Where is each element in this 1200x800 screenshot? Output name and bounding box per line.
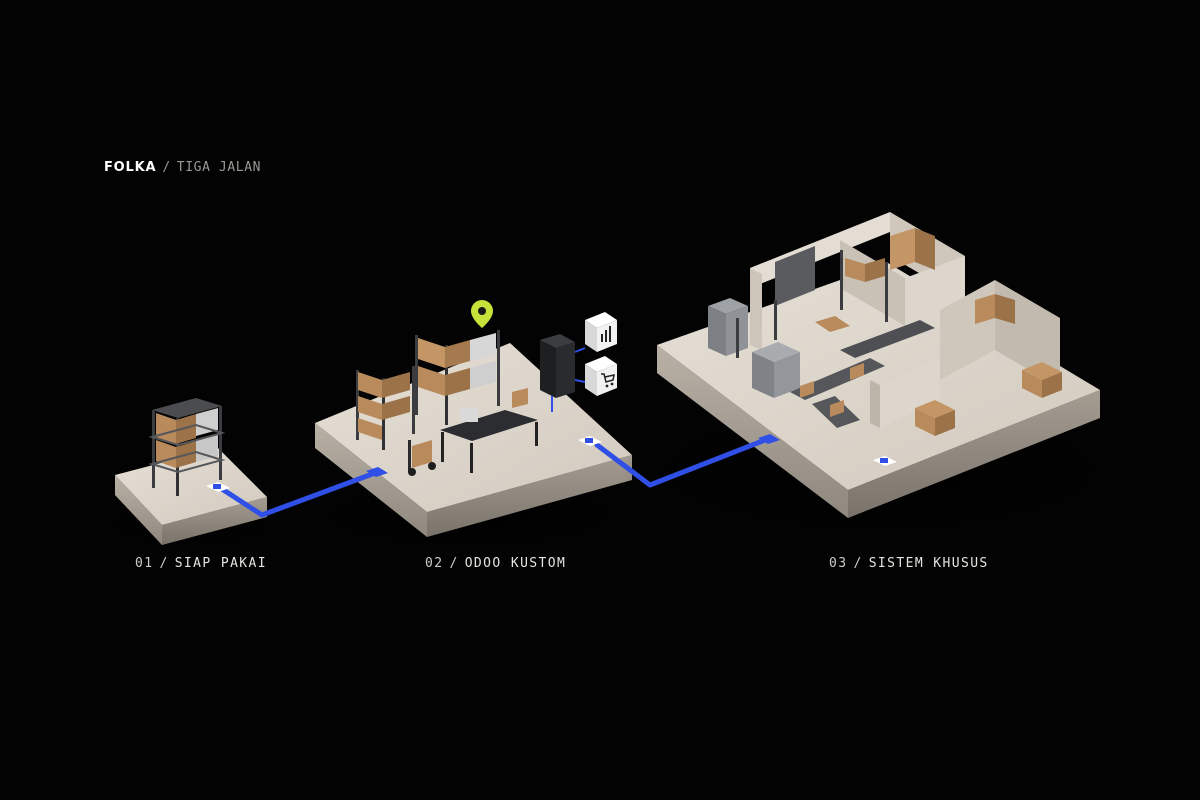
packing-desk: [440, 388, 538, 473]
connectors: [219, 437, 768, 518]
step-label-1: 01 / SIAP PAKAI: [135, 556, 267, 571]
step-number: 01: [135, 556, 154, 571]
location-pin-icon: [471, 300, 493, 328]
shopping-cart-icon: [601, 373, 615, 388]
header-subtitle: TIGA JALAN: [176, 160, 262, 175]
bar-chart-icon: [601, 326, 611, 342]
factory-machines: [708, 298, 800, 398]
step-title: SISTEM KHUSUS: [868, 556, 989, 571]
header-separator: /: [162, 160, 171, 175]
step-title: SIAP PAKAI: [174, 556, 267, 571]
step-separator: /: [449, 556, 459, 571]
step-separator: /: [853, 556, 863, 571]
step-number: 03: [829, 556, 848, 571]
connector-2-3: [594, 437, 768, 488]
storage-shelf-1: [148, 398, 226, 496]
step-label-2: 02 / ODOO KUSTOM: [425, 556, 566, 571]
page-header: FOLKA / TIGA JALAN: [104, 160, 261, 175]
step-title: ODOO KUSTOM: [464, 556, 567, 571]
server-wires: [551, 347, 586, 412]
server-tower: [540, 334, 575, 398]
storage-shelf-2b: [415, 330, 500, 425]
step-number: 02: [425, 556, 444, 571]
connector-1-2: [219, 470, 378, 518]
commerce-tile: [585, 356, 617, 396]
platform-3: [620, 263, 1140, 540]
step-separator: /: [159, 556, 169, 571]
hand-truck: [408, 440, 436, 476]
brand-name: FOLKA: [104, 160, 157, 175]
storage-shelf-2a: [356, 366, 415, 450]
step-label-3: 03 / SISTEM KHUSUS: [829, 556, 989, 571]
connector-ports: [206, 434, 897, 492]
conveyor-belt: [790, 316, 935, 428]
factory-storage: [840, 228, 1062, 436]
analytics-tile: [585, 312, 617, 352]
